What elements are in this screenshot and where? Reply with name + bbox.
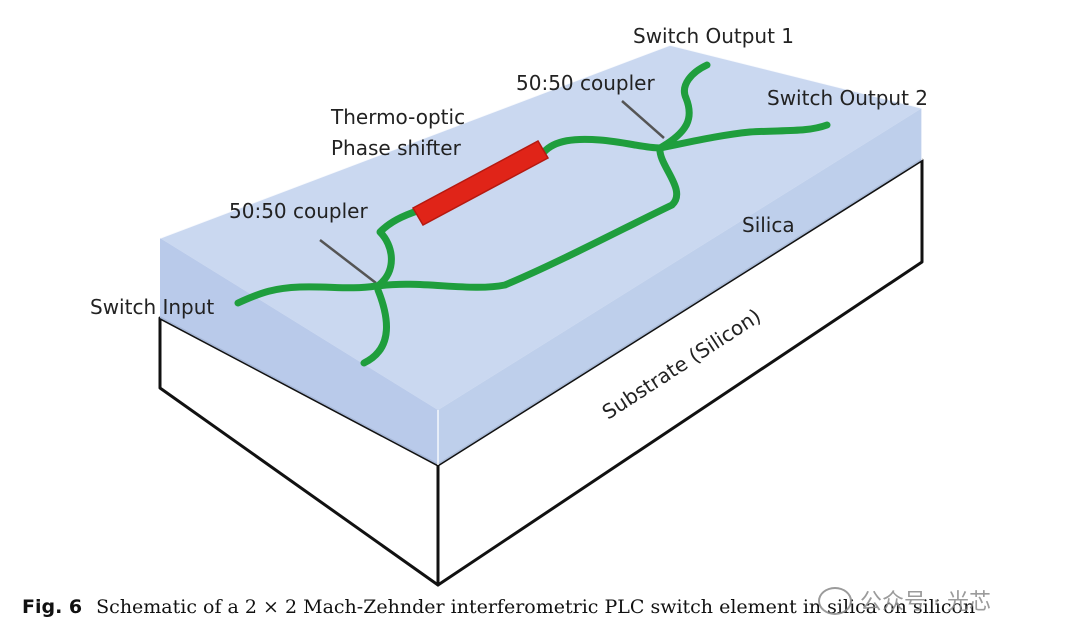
label-switch-output-1: Switch Output 1 [633,24,794,48]
waveguide-output-1 [656,61,711,152]
silica-right-face [438,108,922,465]
silica-edges [159,44,923,465]
silica-front-face [160,238,438,465]
label-phase-shifter-line1: Thermo-optic [330,105,465,129]
watermark-text: 公众号 · 光芯 [860,590,991,615]
coupler-pointer-top [621,100,665,139]
wechat-icon [818,587,852,615]
waveguide-lower-input-arm [360,286,390,367]
label-phase-shifter-line2: Phase shifter [331,136,462,160]
waveguide-shifter-to-coupler [540,135,664,156]
watermark: 公众号 · 光芯 [818,584,991,617]
figure-caption: Fig. 6 Schematic of a 2 × 2 Mach-Zehnder … [22,596,975,618]
waveguide-upper-arm [374,206,424,290]
caption-figure-number: Fig. 6 [22,596,83,618]
waveguide-lower-arm [374,144,681,291]
phase-shifter [411,139,550,227]
label-coupler-top: 50:50 coupler [516,71,655,95]
waveguide-input-arm [234,282,380,307]
label-switch-output-2: Switch Output 2 [767,86,928,110]
label-switch-input: Switch Input [90,295,214,319]
label-coupler-left: 50:50 coupler [229,199,368,223]
mzi-switch-diagram: Switch Output 1 Switch Output 2 50:50 co… [90,24,928,587]
waveguide-output-2 [656,121,831,152]
caption-text: Schematic of a 2 × 2 Mach-Zehnder interf… [96,596,976,618]
coupler-pointer-left [319,239,377,284]
label-silica: Silica [742,213,795,237]
